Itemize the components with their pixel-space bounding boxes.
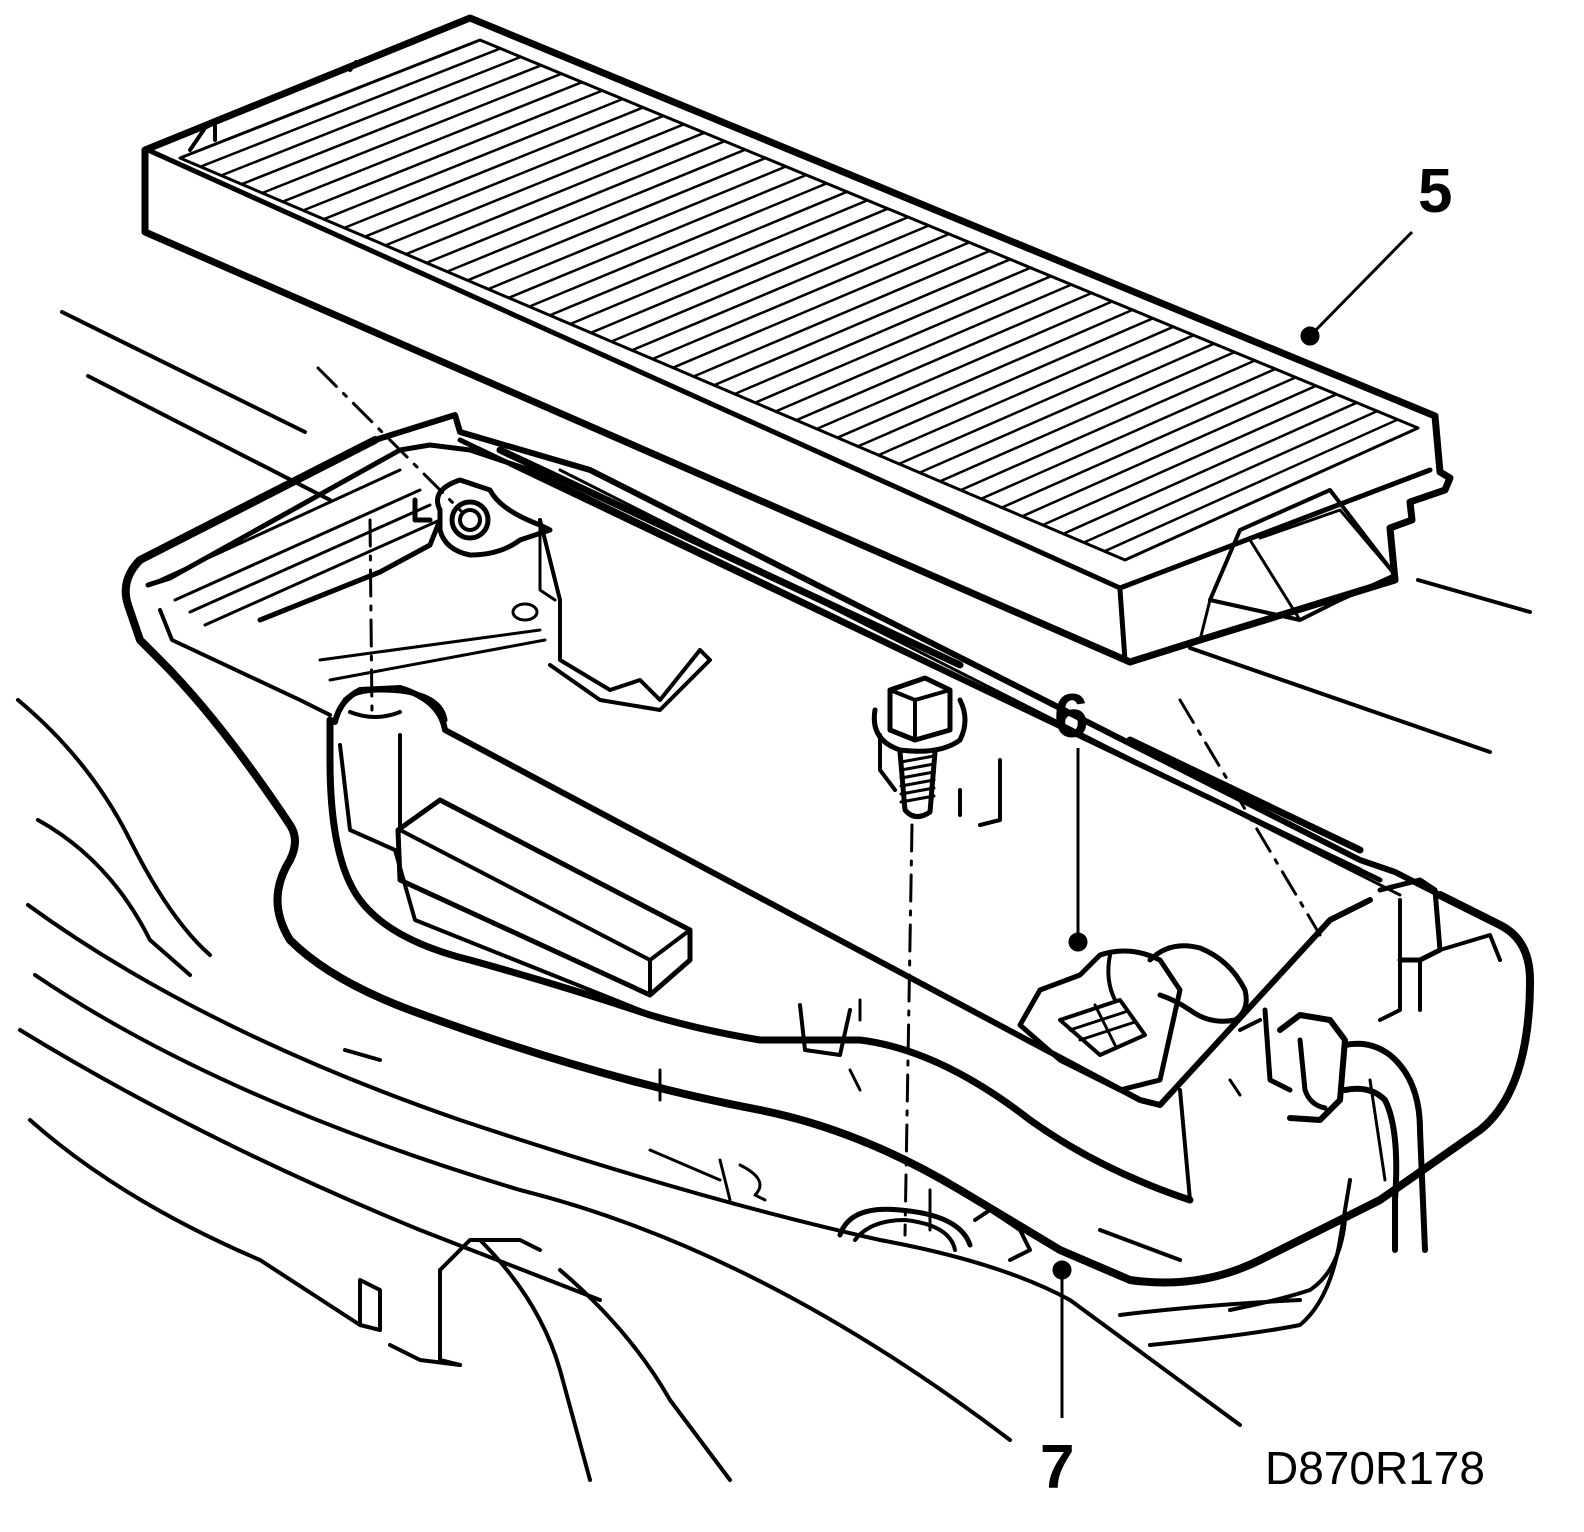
filter-pleat-line: [630, 224, 930, 352]
pollen-filter: [141, 14, 1454, 666]
filter-pleat-line: [1062, 401, 1359, 536]
drawing-code: D870R178: [1265, 1442, 1485, 1494]
filter-pleat-line: [774, 283, 1073, 413]
filter-pleat-line: [856, 317, 1155, 448]
filter-pleat-line: [877, 325, 1175, 457]
filter-pleat-line: [1000, 376, 1297, 509]
filter-pleat-line: [507, 173, 808, 300]
callout-7: 7: [1040, 1433, 1074, 1502]
filter-pleat-line: [302, 89, 604, 212]
electrical-connector: [1017, 943, 1428, 1253]
filter-pleat-line: [384, 123, 686, 247]
filter-pleat-line: [466, 156, 767, 282]
filter-pleat-line: [712, 258, 1012, 387]
filter-pleat-line: [1103, 418, 1399, 553]
screw-thread-line: [899, 794, 936, 804]
filter-pleat-line: [281, 80, 584, 203]
filter-pleat-line: [1021, 384, 1318, 518]
filter-pleat-line: [651, 232, 951, 361]
filter-pleat-line: [548, 190, 849, 317]
filter-pleat-line: [815, 300, 1114, 431]
filter-pleat-line: [425, 139, 726, 265]
filter-pleat-line: [918, 342, 1216, 474]
filter-pleat-line: [692, 249, 992, 378]
assembly-guide-lines: [316, 366, 1322, 1237]
screw-thread-line: [899, 762, 936, 772]
screw-thread-line: [899, 778, 936, 788]
filter-pleat-line: [959, 359, 1257, 492]
filter-pleat-line: [343, 106, 645, 230]
filter-pleat-line: [445, 148, 747, 273]
filter-housing: [121, 412, 1534, 1287]
filter-pleat-line: [322, 97, 624, 221]
filter-pleat-line: [979, 367, 1277, 501]
filter-pleat-line: [589, 207, 890, 335]
filter-pleat-line: [610, 215, 910, 343]
filter-pleat-line: [938, 350, 1236, 483]
filter-pleat-line: [1041, 393, 1338, 527]
filter-pleat-line: [753, 274, 1053, 404]
surrounding-body-lines: [16, 310, 1532, 1482]
filter-pleat-line: [404, 131, 706, 256]
fixing-screw: [871, 675, 968, 819]
filter-pleat-line: [795, 291, 1093, 422]
callout-leaders: [1052, 230, 1414, 1418]
filter-pleat-line: [486, 165, 788, 291]
filter-pleat-line: [836, 308, 1134, 439]
filter-pleat-line: [199, 47, 502, 168]
filter-pleat-line: [363, 114, 665, 238]
filter-pleat-line: [527, 182, 828, 308]
screw-thread-line: [899, 786, 936, 796]
filter-pleat-line: [1082, 409, 1379, 544]
filter-pleat-line: [260, 72, 563, 195]
filter-pleat-line: [569, 199, 869, 326]
screw-thread-line: [899, 754, 936, 764]
filter-pleat-line: [733, 266, 1032, 396]
filter-pleat-line: [219, 55, 523, 177]
callout-6: 6: [1054, 682, 1088, 751]
filter-pleat-line: [240, 64, 543, 186]
screw-thread-line: [899, 770, 936, 780]
callout-5: 5: [1418, 157, 1452, 226]
filter-pleat-line: [897, 333, 1195, 466]
filter-pleat-line: [671, 241, 971, 369]
